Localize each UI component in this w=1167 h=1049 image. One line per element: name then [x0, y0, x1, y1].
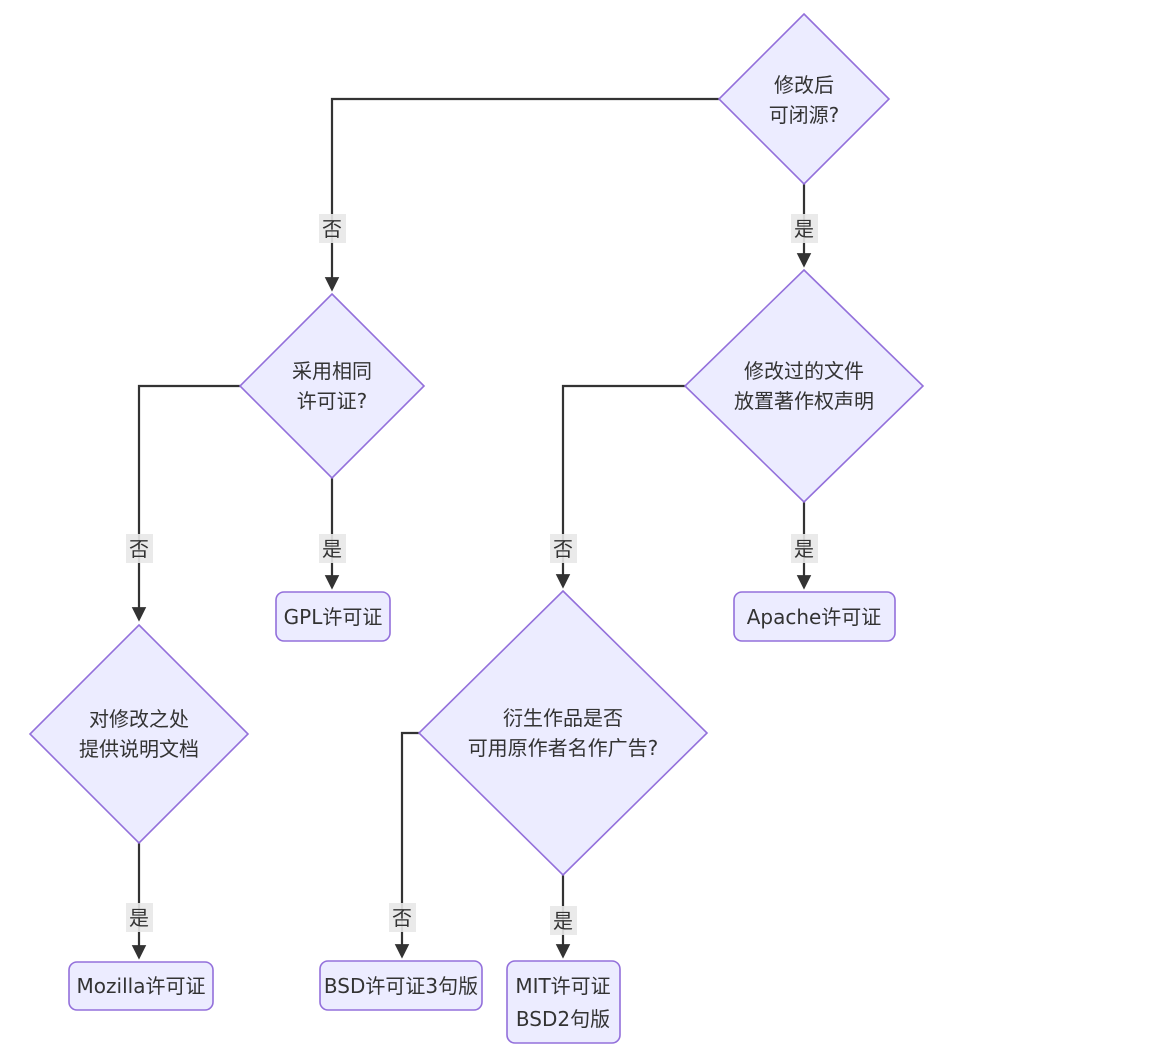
- result-box: [506, 960, 621, 1044]
- node-mit-bsd2: MIT许可证 BSD2句版: [506, 960, 621, 1044]
- diamond-shape: [28, 623, 250, 845]
- node-label-line2: 放置著作权声明: [734, 389, 874, 413]
- diamond-shape: [683, 268, 925, 504]
- node-label-line2: 提供说明文档: [79, 737, 199, 761]
- diamond-shape: [417, 589, 709, 877]
- edge-same-license-yes: 是: [319, 478, 346, 587]
- edge-label-bg: [126, 903, 153, 932]
- node-label: BSD许可证3句版: [324, 974, 478, 998]
- edge-label: 是: [553, 909, 573, 933]
- edge-label-bg: [791, 534, 818, 563]
- node-label-line1: MIT许可证: [515, 974, 610, 998]
- result-box: [733, 591, 896, 642]
- edge-name-advertising-no: 否: [389, 731, 419, 956]
- edge-line: [563, 384, 685, 586]
- node-can-close-source: 修改后 可闭源?: [717, 12, 891, 186]
- edge-label: 是: [794, 217, 814, 241]
- edge-line: [332, 97, 719, 289]
- node-label-line1: 修改后: [774, 73, 834, 97]
- edge-can-close-source-yes: 是: [791, 184, 818, 265]
- result-box: [68, 961, 214, 1011]
- edge-label: 是: [322, 537, 342, 561]
- node-label-line1: 对修改之处: [89, 707, 189, 731]
- edge-label: 是: [794, 537, 814, 561]
- edge-name-advertising-yes: 是: [550, 875, 577, 956]
- node-label: Apache许可证: [747, 605, 882, 629]
- node-mozilla: Mozilla许可证: [68, 961, 214, 1011]
- edge-can-close-source-no: 否: [319, 97, 719, 289]
- node-copyright-notice: 修改过的文件 放置著作权声明: [683, 268, 925, 504]
- node-label-line1: 衍生作品是否: [503, 706, 623, 730]
- diamond-shape: [717, 12, 891, 186]
- edge-label: 否: [322, 217, 342, 241]
- diamond-shape: [238, 292, 426, 480]
- node-bsd3: BSD许可证3句版: [319, 960, 483, 1011]
- node-label-line2: BSD2句版: [516, 1007, 610, 1031]
- edge-copyright-notice-no: 否: [550, 384, 685, 586]
- node-label: Mozilla许可证: [77, 974, 206, 998]
- edge-doc-of-changes-yes: 是: [126, 843, 153, 957]
- node-same-license: 采用相同 许可证?: [238, 292, 426, 480]
- result-box: [319, 960, 483, 1011]
- edge-line: [402, 731, 419, 956]
- node-label-line1: 采用相同: [292, 359, 372, 383]
- node-doc-of-changes: 对修改之处 提供说明文档: [28, 623, 250, 845]
- edge-label-bg: [126, 534, 153, 563]
- node-label-line1: 修改过的文件: [744, 359, 864, 383]
- edge-label: 否: [392, 906, 412, 930]
- node-label-line2: 许可证?: [297, 389, 368, 413]
- edge-copyright-notice-yes: 是: [791, 502, 818, 587]
- edge-label-bg: [389, 903, 416, 932]
- node-apache: Apache许可证: [733, 591, 896, 642]
- edge-label: 否: [553, 537, 573, 561]
- edge-label: 是: [129, 906, 149, 930]
- edge-label-bg: [319, 214, 346, 243]
- node-gpl: GPL许可证: [275, 591, 391, 642]
- edge-label-bg: [319, 534, 346, 563]
- edge-label-bg: [550, 906, 577, 935]
- node-label-line2: 可闭源?: [769, 103, 840, 127]
- node-label: GPL许可证: [284, 605, 383, 629]
- result-box: [275, 591, 391, 642]
- edge-label-bg: [791, 214, 818, 243]
- edge-label: 否: [129, 537, 149, 561]
- edge-line: [139, 384, 240, 619]
- node-label-line2: 可用原作者名作广告?: [468, 736, 659, 760]
- edge-same-license-no: 否: [126, 384, 240, 619]
- node-name-advertising: 衍生作品是否 可用原作者名作广告?: [417, 589, 709, 877]
- edge-label-bg: [550, 534, 577, 563]
